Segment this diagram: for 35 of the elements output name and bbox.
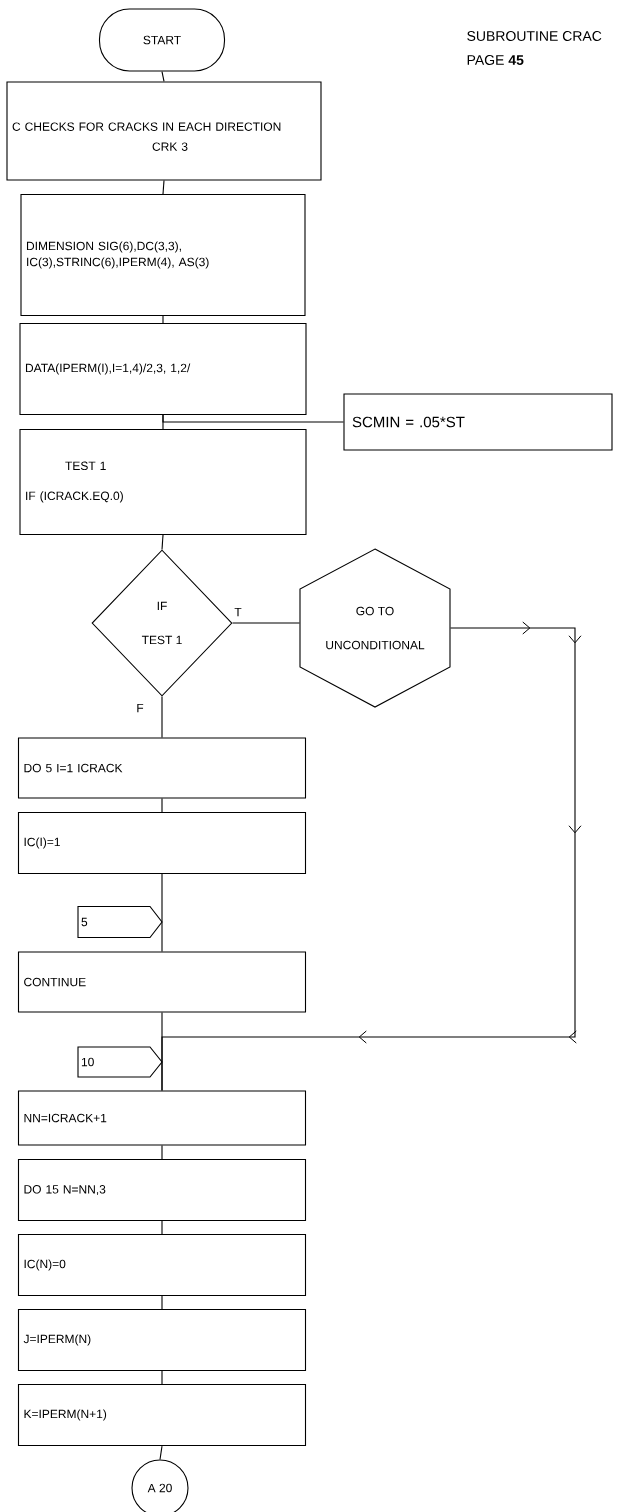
process-box: TEST 1 IF (ICRACK.EQ.0)	[19, 428, 307, 536]
hexagon-connector: GO TO UNCONDITIONAL	[299, 548, 451, 708]
flow-line	[162, 315, 164, 324]
annotation-box: SCMIN = .05*ST	[343, 393, 613, 451]
process-box: DIMENSION SIG(6),DC(3,3), IC(3),STRINC(6),IPERM(4), AS(3)	[20, 193, 306, 317]
flow-line	[159, 1445, 163, 1460]
label-tag: 5	[77, 905, 163, 939]
process-box: DO 15 N=NN,3	[17, 1158, 307, 1222]
flow-line	[232, 622, 300, 624]
flow-line	[161, 71, 165, 82]
flow-line	[161, 1370, 163, 1385]
leader-line	[162, 414, 344, 423]
process-box: IC(I)=1	[17, 811, 307, 875]
flow-line	[161, 873, 163, 952]
flow-line	[161, 1145, 163, 1160]
flow-line	[161, 1295, 163, 1310]
comment-box: C CHECKS FOR CRACKS IN EACH DIRECTION CRK 3	[6, 81, 322, 181]
edge-label: T	[233, 606, 243, 618]
flow-line	[162, 180, 165, 195]
header-text: PAGE 45	[467, 55, 524, 65]
edge-label: F	[135, 702, 145, 714]
label-tag: 10	[77, 1046, 163, 1078]
flow-line	[161, 1220, 163, 1235]
flow-line	[161, 534, 164, 550]
process-box: DATA(IPERM(I),I=1,4)/2,3, 1,2/	[19, 322, 307, 416]
flow-line	[161, 696, 163, 738]
process-box: J=IPERM(N)	[17, 1308, 307, 1372]
flow-line	[161, 798, 163, 813]
header-text: SUBROUTINE CRAC	[467, 31, 602, 41]
process-box: NN=ICRACK+1	[17, 1090, 307, 1146]
flow-line	[161, 1012, 163, 1091]
process-box: IC(N)=0	[17, 1233, 307, 1297]
process-box: DO 5 I=1 ICRACK	[17, 737, 307, 799]
process-box: K=IPERM(N+1)	[17, 1383, 307, 1447]
process-box: CONTINUE	[17, 951, 307, 1013]
